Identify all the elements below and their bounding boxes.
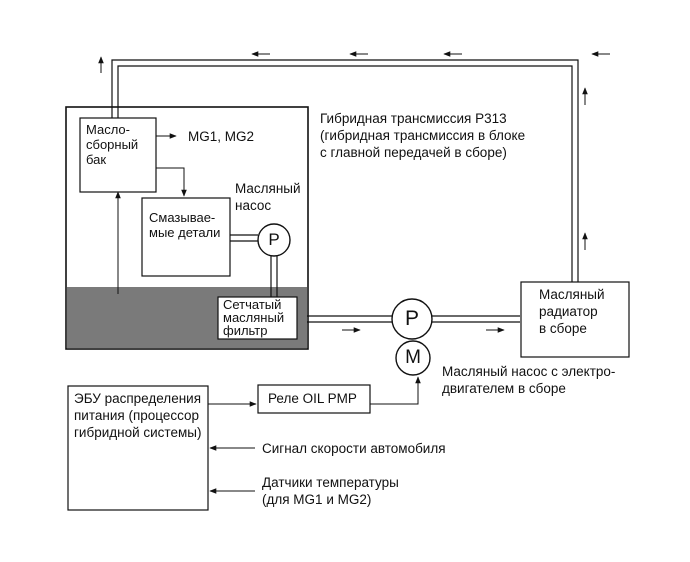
mg-label: MG1, MG2 [188, 129, 255, 144]
strainer-label: Сетчатый масляный фильтр [223, 297, 285, 338]
relay-box [257, 384, 371, 414]
return-pipe-inner [117, 65, 573, 282]
return-pipe-outer [111, 59, 579, 282]
oil-tank-label: Масло- сборный бак [86, 122, 139, 167]
radiator-label: Масляный радиатор в сборе [539, 287, 605, 336]
lubricated-parts-label: Смазывае- мые детали [149, 210, 221, 240]
electric-pump-letter: P [404, 307, 419, 330]
strainer-box [217, 296, 298, 340]
electric-pump-p [391, 298, 433, 340]
motor-letter: M [405, 347, 421, 368]
ecu-box [67, 385, 209, 511]
internal-pump-letter: P [268, 230, 280, 249]
electric-pump-label: Масляный насос с электро- двигателем в с… [442, 364, 616, 396]
ecu-label: ЭБУ распределения питания (процессор гиб… [74, 391, 202, 440]
electric-pump-motor [395, 340, 431, 376]
oil-pump-label: Масляный насос [235, 181, 301, 213]
speed-signal-label: Сигнал скорости автомобиля [262, 441, 446, 456]
internal-oil-pump [257, 223, 291, 257]
temp-sensors-label: Датчики температуры (для MG1 и MG2) [262, 475, 399, 507]
relay-label: Реле OIL PMP [268, 391, 357, 406]
oil-tank-box [79, 117, 157, 193]
radiator-box [520, 281, 630, 358]
transmission-label: Гибридная трансмиссия P313 (гибридная тр… [320, 111, 526, 160]
lubricated-parts-box [141, 197, 231, 277]
